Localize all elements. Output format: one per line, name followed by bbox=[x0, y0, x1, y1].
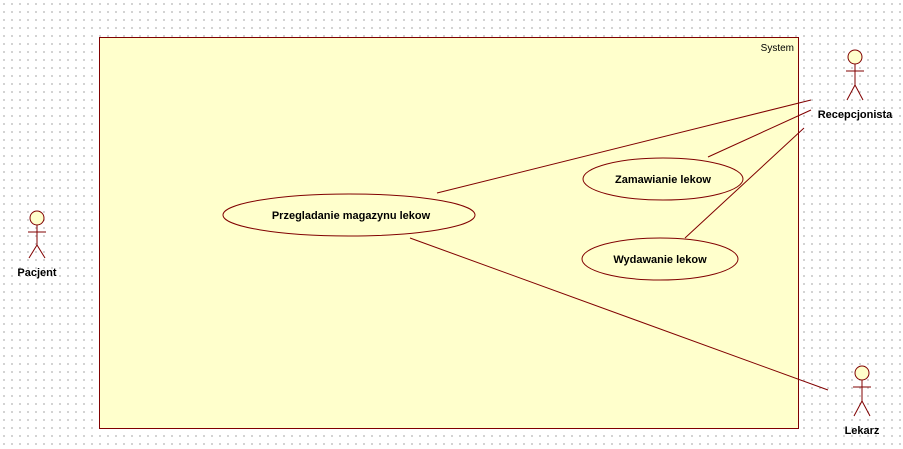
association-wydawanie-recepcjonista[interactable] bbox=[684, 127, 805, 239]
actor-label: Lekarz bbox=[845, 425, 880, 437]
system-boundary-rect[interactable] bbox=[99, 37, 799, 429]
use-case-ellipse[interactable] bbox=[582, 157, 744, 201]
stick-figure-icon bbox=[853, 365, 871, 417]
associations bbox=[409, 99, 829, 391]
use-case-label: Zamawianie lekow bbox=[615, 174, 711, 186]
use-case-wydawanie[interactable]: Wydawanie lekow bbox=[581, 237, 739, 281]
actor-recepcjonista[interactable]: Recepcjonista bbox=[818, 49, 893, 121]
use-case-zamawianie[interactable]: Zamawianie lekow bbox=[582, 157, 744, 201]
stick-figure-icon bbox=[846, 49, 864, 101]
use-case-przegladanie[interactable]: Przegladanie magazynu lekow bbox=[222, 193, 476, 237]
use-case-label: Wydawanie lekow bbox=[613, 254, 707, 266]
association-zamawianie-recepcjonista[interactable] bbox=[707, 109, 812, 158]
system-boundary[interactable]: System bbox=[99, 37, 799, 429]
actor-lekarz[interactable]: Lekarz bbox=[845, 365, 880, 437]
system-boundary-label: System bbox=[761, 43, 794, 54]
association-przegladanie-lekarz[interactable] bbox=[409, 237, 829, 391]
actor-label: Recepcjonista bbox=[818, 109, 893, 121]
use-case-ellipse[interactable] bbox=[222, 193, 476, 237]
actor-pacjent[interactable]: Pacjent bbox=[17, 210, 57, 279]
use-case-ellipse[interactable] bbox=[581, 237, 739, 281]
association-przegladanie-recepcjonista[interactable] bbox=[436, 99, 812, 194]
stick-figure-icon bbox=[28, 210, 46, 259]
actor-label: Pacjent bbox=[17, 267, 56, 279]
use-case-label: Przegladanie magazynu lekow bbox=[272, 210, 431, 222]
